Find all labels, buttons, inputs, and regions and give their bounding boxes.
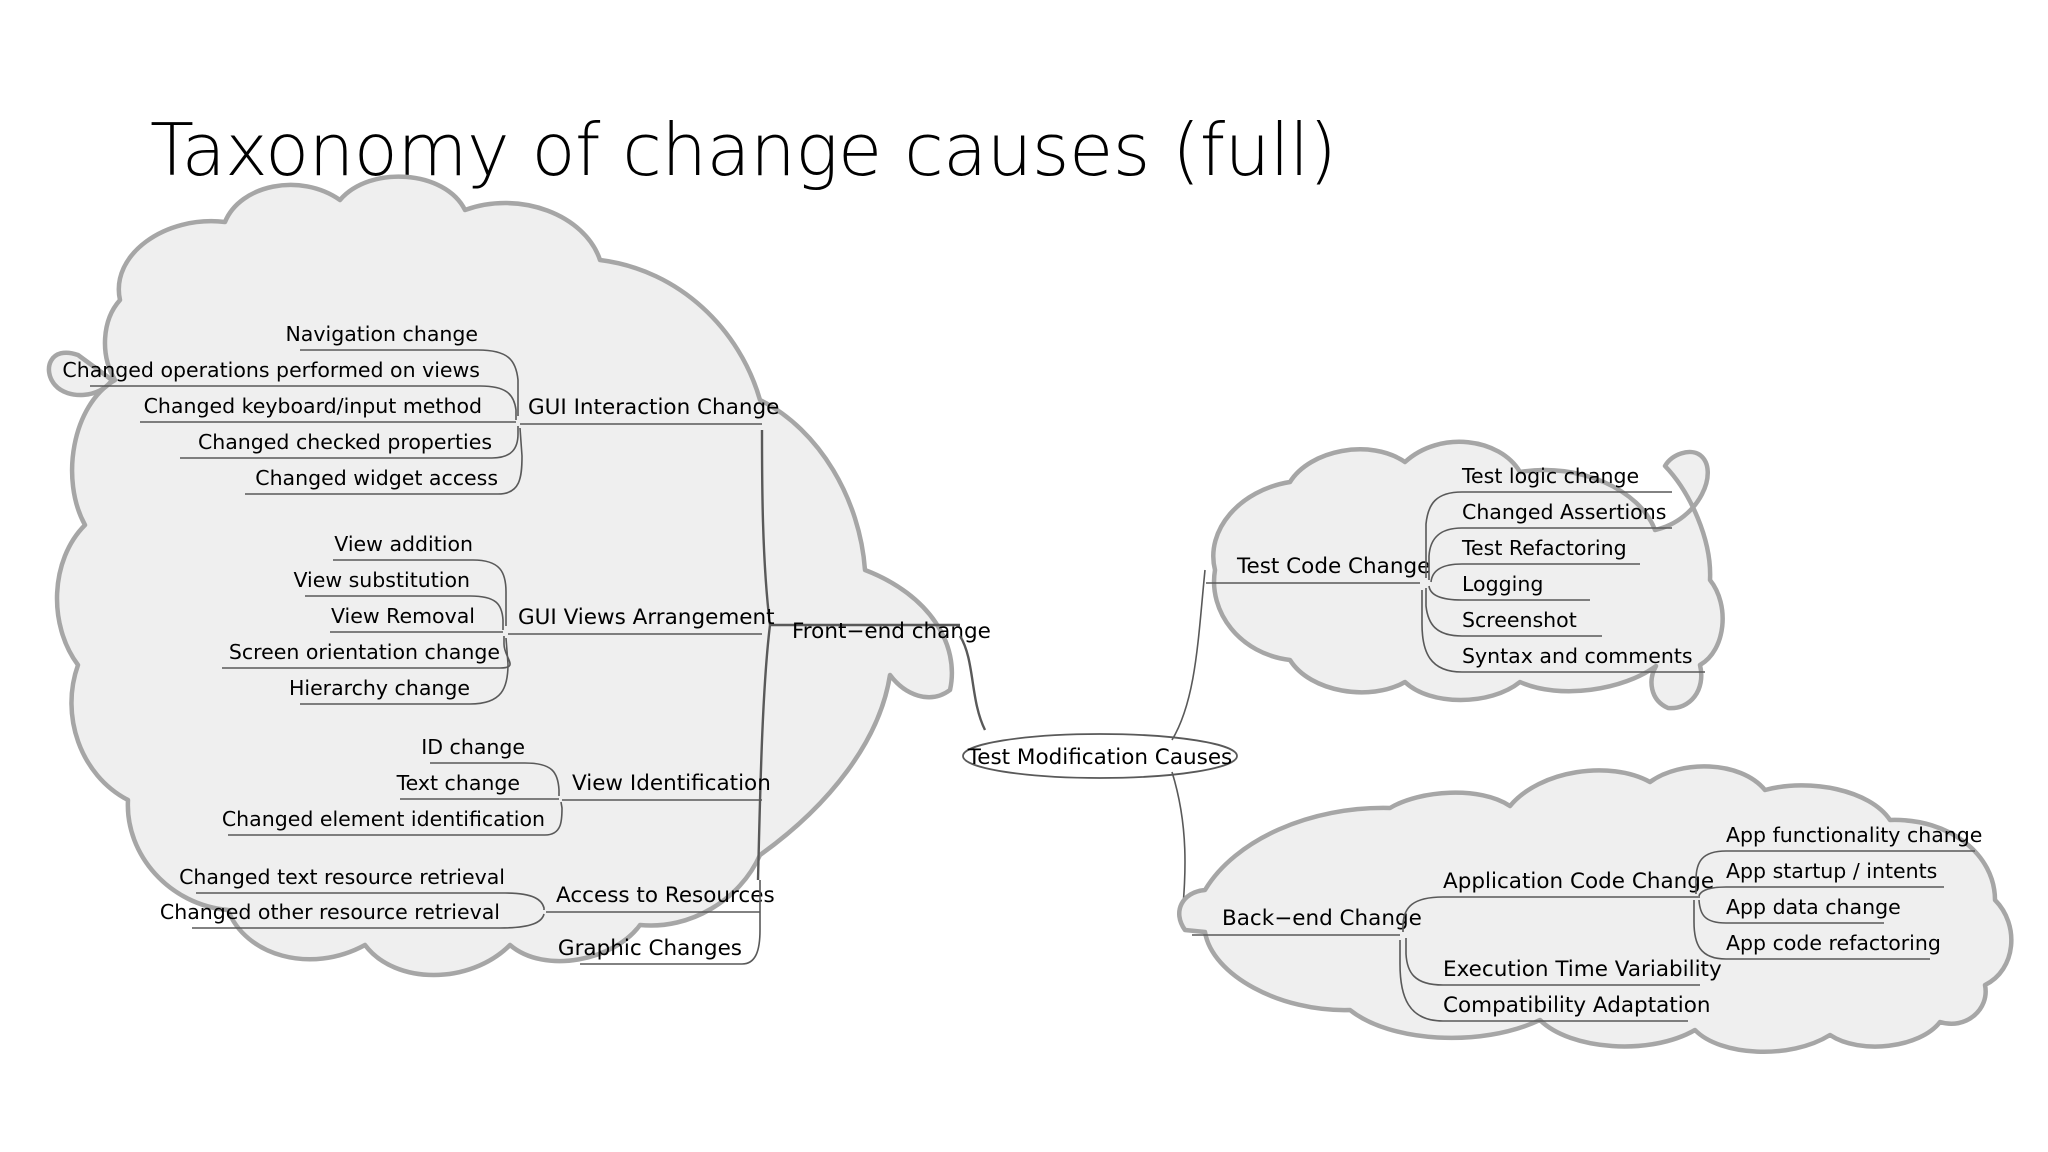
leaf-changed-widget-access[interactable]: Changed widget access <box>255 466 498 490</box>
leaf-app-functionality-change[interactable]: App functionality change <box>1726 823 1982 847</box>
link-leaf-screen-orientation-change <box>222 636 511 669</box>
link-leaf-navigation-change <box>300 349 519 416</box>
node-view-identification[interactable]: View Identification <box>572 771 771 796</box>
leaf-test-refactoring[interactable]: Test Refactoring <box>1461 536 1627 560</box>
node-graphic-changes[interactable]: Graphic Changes <box>558 936 742 961</box>
leaf-app-data-change[interactable]: App data change <box>1726 895 1901 919</box>
link-leaf-changed-text-resource <box>196 892 545 910</box>
leaf-text-change[interactable]: Text change <box>396 771 520 795</box>
cloud-test-code-change <box>1211 439 1725 711</box>
node-access-to-resources[interactable]: Access to Resources <box>556 883 775 908</box>
link-leaf-view-addition <box>333 559 507 626</box>
leaf-changed-other-resource[interactable]: Changed other resource retrieval <box>160 900 500 924</box>
leaf-app-code-refactoring[interactable]: App code refactoring <box>1726 931 1941 955</box>
link-leaf-changed-checked-properties <box>180 426 519 459</box>
link-front-end-to-root <box>958 635 987 731</box>
page-title: Taxonomy of change causes (full) <box>150 108 1337 192</box>
cloud-front-end-bump <box>46 350 115 398</box>
link-leaf-changed-assertions <box>1428 527 1672 580</box>
node-test-code-change[interactable]: Test Code Change <box>1236 554 1430 579</box>
node-compatibility-adaptation[interactable]: Compatibility Adaptation <box>1443 993 1710 1018</box>
leaf-logging[interactable]: Logging <box>1462 572 1543 596</box>
leaf-screen-orientation-change[interactable]: Screen orientation change <box>229 640 500 664</box>
node-back-end-change[interactable]: Back−end Change <box>1222 906 1422 931</box>
link-leaf-screenshot <box>1425 588 1602 637</box>
leaf-screenshot[interactable]: Screenshot <box>1462 608 1577 632</box>
leaf-changed-keyboard[interactable]: Changed keyboard/input method <box>144 394 482 418</box>
leaf-changed-assertions[interactable]: Changed Assertions <box>1462 500 1666 524</box>
link-front-end-spine <box>756 429 960 881</box>
root-node-ellipse[interactable] <box>962 733 1238 779</box>
node-front-end-change[interactable]: Front−end change <box>792 619 991 644</box>
link-leaf-syntax-and-comments <box>1421 590 1705 673</box>
link-execution-time-variability <box>1405 938 1700 986</box>
leaf-changed-operations[interactable]: Changed operations performed on views <box>62 358 480 382</box>
leaf-id-change[interactable]: ID change <box>421 735 525 759</box>
leaf-syntax-and-comments[interactable]: Syntax and comments <box>1462 644 1693 668</box>
leaf-view-substitution[interactable]: View substitution <box>293 568 470 592</box>
link-leaf-hierarchy-change <box>300 637 509 705</box>
link-leaf-view-substitution <box>305 595 504 630</box>
link-leaf-changed-widget-access <box>245 427 523 495</box>
node-execution-time-variability[interactable]: Execution Time Variability <box>1443 957 1722 982</box>
node-application-code-change[interactable]: Application Code Change <box>1443 869 1714 894</box>
link-leaf-app-functionality-change <box>1695 850 1975 894</box>
leaf-view-removal[interactable]: View Removal <box>331 604 475 628</box>
root-node-label: Test Modification Causes <box>967 745 1233 770</box>
link-leaf-id-change <box>430 762 560 796</box>
node-gui-views-arrangement[interactable]: GUI Views Arrangement <box>518 605 775 630</box>
leaf-hierarchy-change[interactable]: Hierarchy change <box>289 676 470 700</box>
leaf-test-logic-change[interactable]: Test logic change <box>1461 464 1639 488</box>
link-compatibility-adaptation <box>1399 940 1688 1022</box>
leaf-navigation-change[interactable]: Navigation change <box>285 322 478 346</box>
link-root-to-test-code <box>1171 569 1206 741</box>
link-leaf-changed-other-resource <box>192 913 545 929</box>
link-leaf-app-startup-intents <box>1698 886 1944 897</box>
leaf-view-addition[interactable]: View addition <box>334 532 473 556</box>
link-leaf-changed-operations <box>90 385 517 420</box>
leaf-changed-element-identification[interactable]: Changed element identification <box>222 807 545 831</box>
leaf-changed-checked-properties[interactable]: Changed checked properties <box>198 430 492 454</box>
link-leaf-app-data-change <box>1698 899 1884 924</box>
link-application-code-trunk <box>1402 896 1700 932</box>
link-leaf-changed-element-identification <box>228 801 563 836</box>
cloud-back-end-change <box>1177 764 2014 1055</box>
leaf-app-startup-intents[interactable]: App startup / intents <box>1726 859 1937 883</box>
link-leaf-test-logic-change <box>1425 491 1672 578</box>
link-graphic-changes <box>580 880 761 965</box>
link-leaf-logging <box>1428 585 1590 601</box>
leaf-changed-text-resource[interactable]: Changed text resource retrieval <box>179 865 505 889</box>
node-gui-interaction-change[interactable]: GUI Interaction Change <box>528 395 779 420</box>
link-leaf-test-refactoring <box>1430 563 1640 583</box>
link-leaf-app-code-refactoring <box>1693 900 1930 960</box>
